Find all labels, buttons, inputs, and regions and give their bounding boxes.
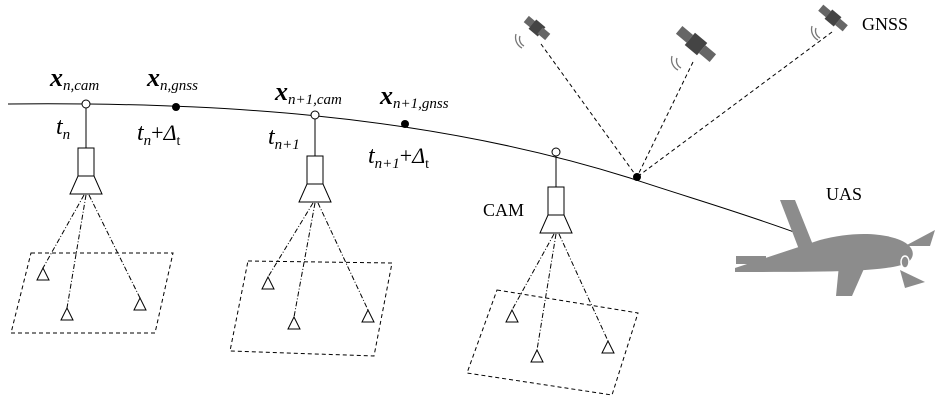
ground-point-icon [505,308,519,323]
ground-footprint-2 [229,260,393,357]
label-x-n-gnss: xn,gnss [146,63,198,94]
satellite-icon [818,4,848,32]
ray [293,202,316,318]
gnss-signal-line-1 [540,43,638,178]
ray [511,233,555,311]
gnss-point-n [172,103,180,111]
ground-point-icon [60,306,74,321]
signal-waves-icon [670,55,682,71]
ray [42,194,85,269]
ground-point-icon [36,266,50,281]
ground-point-triangles [36,266,615,363]
label-t-n1-delta: tn+1+Δt [368,143,429,172]
ground-footprint-3 [466,289,639,396]
ground-point-icon [361,308,375,323]
label-t-n-delta: tn+Δt [137,120,181,149]
ground-point-icon [261,275,275,290]
signal-waves-icon [810,25,821,41]
satellite-icon [523,15,551,41]
signal-waves-icon [514,33,525,49]
gnss-receiver-point [633,173,641,181]
gnss-signal-line-2 [636,61,694,178]
gnss-signal-line-3 [636,31,833,178]
label-t-n1: tn+1 [268,124,300,153]
gnss-point-n1 [401,120,409,128]
camera-1 [69,108,103,195]
cam-label: CAM [483,200,524,220]
aircraft-icon [735,200,935,296]
ground-footprint-1 [10,252,174,334]
uas-label: UAS [826,184,862,204]
satellite-icon [675,26,717,62]
camera-exposure-point-n2 [551,147,561,157]
camera-2 [298,119,332,203]
ray [558,233,609,342]
ray [317,202,369,311]
label-t-n: tn [56,114,70,143]
flight-trajectory [7,103,806,237]
gnss-label: GNSS [862,14,908,34]
label-x-n1-gnss: xn+1,gnss [379,81,449,112]
ground-point-icon [601,339,615,354]
ground-point-icon [133,296,147,311]
ray [66,194,87,309]
camera-exposure-point-n1 [310,110,320,120]
ray [536,233,557,351]
camera-exposure-point-n [81,99,91,109]
ground-point-icon [287,315,301,330]
camera-3 [539,156,573,234]
label-x-n1-cam: xn+1,cam [274,77,342,108]
ray [267,202,314,278]
ray [88,194,141,299]
ground-point-icon [530,348,544,363]
label-x-n-cam: xn,cam [49,63,99,94]
